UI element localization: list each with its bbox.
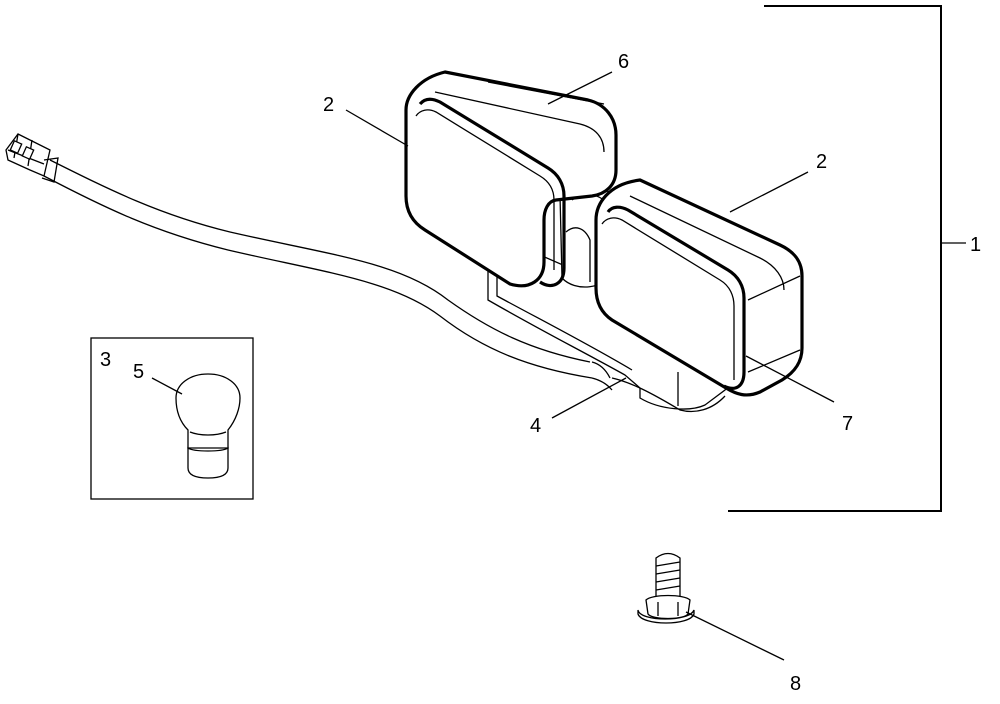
flange-bolt (637, 552, 695, 624)
leader-7 (745, 355, 835, 403)
lamp-right (594, 178, 804, 397)
leader-5 (151, 377, 183, 395)
callout-4: 4 (530, 415, 541, 437)
callout-5: 5 (133, 361, 144, 383)
callout-6: 6 (618, 51, 629, 73)
lamp-left (404, 70, 618, 288)
mounting-bracket (487, 254, 736, 413)
callout-1: 1 (970, 234, 981, 256)
callout-labels: 1 2 2 3 4 5 6 7 8 (100, 51, 981, 695)
assembly-bracket (728, 5, 966, 512)
leader-8 (685, 611, 785, 661)
callout-8: 8 (790, 673, 801, 695)
leader-2b (729, 171, 809, 213)
callout-3: 3 (100, 349, 111, 371)
callout-7: 7 (842, 413, 853, 435)
callout-2a: 2 (323, 94, 334, 116)
callout-2b: 2 (816, 151, 827, 173)
bulb-inset-box (90, 337, 254, 500)
leader-6 (547, 71, 613, 105)
wire-connector (5, 133, 59, 183)
leader-4 (551, 377, 627, 419)
leader-2a (345, 109, 409, 147)
leader-lines (151, 71, 835, 661)
bulb (175, 373, 241, 479)
wire-harness (43, 159, 613, 391)
